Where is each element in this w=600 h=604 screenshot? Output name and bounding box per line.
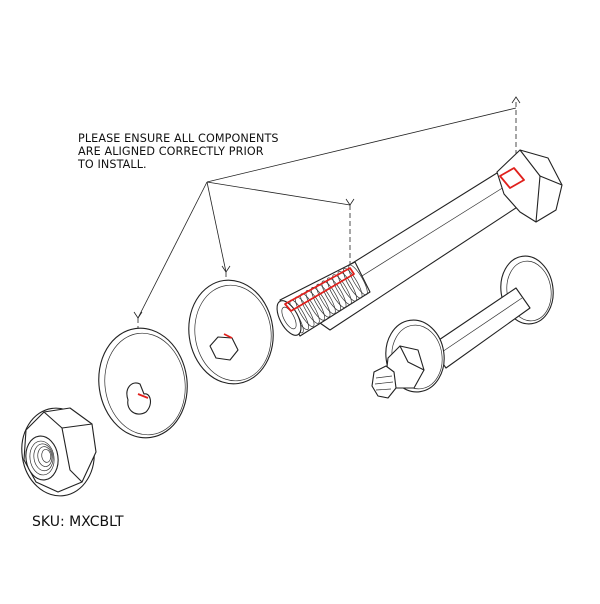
leader-to-plain-washer (206, 181, 227, 273)
flat-washer-hex-hole (209, 336, 239, 361)
arrow-bolt-thread (345, 198, 355, 206)
bolt-tip-chamfer (281, 306, 297, 330)
thread-ring (342, 267, 363, 299)
cam-washer (98, 327, 188, 439)
cam-bolt (276, 149, 563, 337)
thread-ring (300, 293, 320, 324)
cam-washer-edge (104, 332, 186, 436)
thread-ring (310, 286, 331, 318)
thread-ring (348, 264, 368, 296)
assembled-bolt-end-threads (374, 375, 394, 391)
bolt-head-edge-2 (535, 175, 541, 223)
thread-ring (337, 271, 358, 302)
thread-ring (326, 277, 347, 308)
note-line-1: PLEASE ENSURE ALL COMPONENTS (78, 132, 279, 145)
leader-to-cam-washer (137, 181, 208, 319)
flat-washer-edge (194, 284, 272, 382)
sku-label: SKU: MXCBLT (32, 514, 124, 530)
head-alignment-mark (499, 167, 525, 189)
assembled-shank (429, 287, 531, 369)
thread-ring (332, 274, 352, 305)
washer-alignment-mark (223, 333, 233, 339)
thread-alignment-mark (284, 267, 355, 312)
arrow-plain-washer (221, 265, 231, 273)
assembled-bolt (371, 255, 554, 399)
nut-thread-ring (29, 440, 55, 476)
cam-washer-outer (98, 327, 188, 439)
flat-washer-outer (188, 279, 274, 385)
leader-to-bolt-thread (206, 181, 351, 206)
arrow-cam-washer (133, 311, 143, 319)
leader-to-bolt-head (206, 107, 517, 183)
nut-thread-ring (41, 449, 52, 463)
bolt-tip (276, 300, 302, 336)
thread-ring (305, 290, 326, 321)
alignment-note: PLEASE ENSURE ALL COMPONENTS ARE ALIGNED… (78, 132, 279, 171)
cam-alignment-mark (137, 393, 149, 399)
thread-ring (316, 283, 336, 315)
assembled-nut-edge (399, 345, 425, 371)
flat-washer (188, 279, 274, 385)
note-line-3: TO INSTALL. (78, 158, 147, 171)
thread-ring (321, 280, 342, 312)
cam-washer-keyhole (126, 382, 152, 415)
assembled-shank-highlight (435, 297, 523, 357)
flange-nut (21, 407, 97, 497)
nut-thread-ring (37, 446, 53, 467)
leader-lines (133, 96, 521, 390)
nut-thread-ring (33, 443, 54, 472)
note-line-2: ARE ALIGNED CORRECTLY PRIOR (78, 145, 264, 158)
nut-threads (29, 440, 55, 476)
nut-edge-2 (61, 427, 83, 483)
arrow-bolt-head (511, 96, 521, 104)
